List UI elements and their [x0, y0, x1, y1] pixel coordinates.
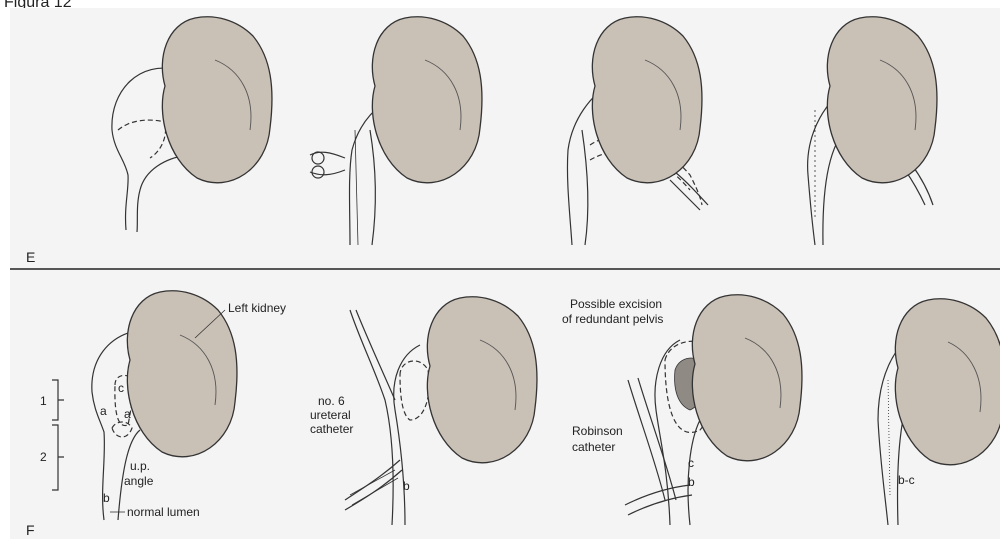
label-robinson-2: catheter	[572, 440, 615, 454]
label-up: u.p.	[130, 459, 150, 473]
label-catheter-1: no. 6	[318, 394, 345, 408]
label-b-3: b	[688, 475, 695, 489]
label-b-2: b	[403, 479, 410, 493]
panel-label-f: F	[26, 522, 35, 538]
e-drawing-3	[567, 17, 708, 245]
label-a-left: a	[100, 404, 107, 418]
label-b: b	[103, 491, 110, 505]
label-c-3: c	[688, 456, 694, 470]
label-excision-2: of redundant pelvis	[562, 312, 663, 326]
label-catheter-2: ureteral	[310, 408, 351, 422]
label-c: c	[118, 381, 124, 395]
label-left-kidney: Left kidney	[228, 301, 286, 315]
e-drawing-1	[112, 17, 272, 232]
label-angle: angle	[124, 474, 154, 488]
e-drawing-2	[310, 17, 482, 245]
f-drawing-2	[345, 297, 537, 525]
label-normal-lumen: normal lumen	[127, 505, 200, 519]
label-catheter-3: catheter	[310, 422, 353, 436]
f-drawing-3	[625, 295, 802, 525]
label-a-right: a	[124, 407, 131, 421]
label-2: 2	[40, 450, 47, 464]
label-robinson-1: Robinson	[572, 424, 623, 438]
label-excision-1: Possible excision	[570, 297, 662, 311]
f-drawing-4	[878, 299, 1000, 525]
e-drawing-4	[808, 17, 937, 245]
panel-label-e: E	[26, 249, 35, 265]
label-1: 1	[40, 394, 47, 408]
label-b-c: b-c	[898, 473, 915, 487]
